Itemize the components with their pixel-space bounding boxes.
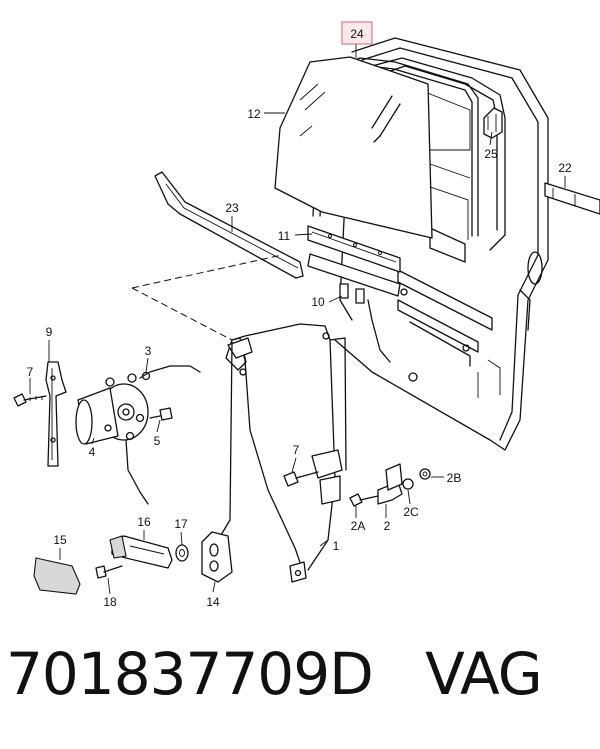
window-regulator-part-1 [217, 323, 347, 583]
label-10: 10 [311, 295, 325, 309]
label-5: 5 [154, 434, 161, 448]
inner-handle-part-16 [109, 535, 173, 569]
label-7-right: 7 [293, 443, 300, 457]
label-2c: 2C [403, 505, 419, 519]
guide-rail-part-22 [544, 182, 600, 215]
bracket-assembly-part-2 [349, 463, 431, 507]
label-2: 2 [384, 519, 391, 533]
weather-strip-part-23 [154, 171, 304, 279]
bolt-part-7-left [13, 393, 47, 407]
washer-part-17 [175, 544, 189, 562]
callout-labels: 24 12 25 22 23 11 10 9 3 7 4 5 7 2B 2A 2… [27, 27, 572, 609]
bolt-part-5 [149, 407, 173, 421]
bracket-part-9 [45, 361, 67, 467]
door-glass-part-12 [274, 56, 433, 239]
strip-part-10 [307, 253, 401, 304]
label-12: 12 [247, 107, 261, 121]
label-2a: 2A [351, 519, 366, 533]
label-11: 11 [278, 229, 291, 243]
window-motor-part-4 [75, 373, 149, 505]
escutcheon-part-14 [201, 531, 233, 583]
label-7-left: 7 [27, 365, 34, 379]
handle-trim-part-15 [33, 557, 81, 595]
part-number-caption: 701837709D VAG [6, 645, 596, 703]
label-17: 17 [174, 517, 188, 531]
inner-strip-part-11 [307, 225, 401, 273]
cable-part-3 [139, 365, 201, 381]
label-25: 25 [484, 147, 498, 161]
label-24: 24 [350, 27, 364, 41]
leader-lines [29, 44, 566, 595]
label-3: 3 [145, 344, 152, 358]
highlight-box-24 [341, 21, 373, 45]
label-23: 23 [225, 201, 239, 215]
brand-name: VAG [425, 640, 543, 708]
label-22: 22 [558, 161, 572, 175]
label-15: 15 [53, 533, 67, 547]
screw-part-18 [95, 565, 123, 579]
exploded-parts-diagram: 24 12 25 22 23 11 10 9 3 7 4 5 7 2B 2A 2… [13, 21, 600, 609]
label-18: 18 [103, 595, 117, 609]
label-1: 1 [333, 539, 340, 553]
label-14: 14 [206, 595, 220, 609]
label-16: 16 [137, 515, 151, 529]
dashed-connector [131, 254, 283, 341]
part-number: 701837709D [6, 640, 374, 708]
label-4: 4 [89, 445, 96, 459]
label-9: 9 [46, 325, 53, 339]
bolt-part-7-right [283, 471, 319, 487]
label-2b: 2B [447, 471, 462, 485]
clip-part-25 [483, 107, 503, 139]
caption-spacer [373, 640, 425, 708]
